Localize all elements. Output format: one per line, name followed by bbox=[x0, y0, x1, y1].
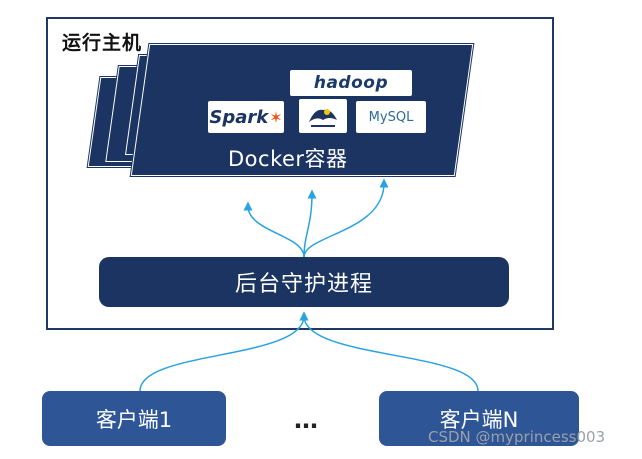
daemon-label: 后台守护进程 bbox=[234, 272, 373, 297]
arrow-daemon-to-container-mid bbox=[303, 189, 317, 258]
daemon-box: 后台守护进程 bbox=[99, 257, 509, 307]
spark-logo: Spark ✶ bbox=[208, 101, 284, 133]
client-label-1: 客户端1 bbox=[95, 407, 173, 432]
host-title: 运行主机 bbox=[62, 32, 143, 54]
mysql-logo-text: MySQL bbox=[368, 109, 414, 125]
client-box-1: 客户端1 bbox=[42, 391, 226, 446]
arrow-clientn-to-daemon bbox=[299, 311, 479, 392]
hive-logo-icon bbox=[299, 99, 347, 133]
hadoop-logo-text: hadoop bbox=[313, 73, 389, 93]
spark-star-icon: ✶ bbox=[269, 107, 283, 127]
arrow-daemon-to-container-left bbox=[243, 201, 305, 258]
mysql-logo: MySQL bbox=[356, 101, 426, 133]
client-box-n: 客户端N bbox=[379, 391, 579, 446]
spark-logo-text: Spark bbox=[209, 106, 269, 128]
hadoop-logo: hadoop bbox=[290, 70, 412, 96]
arrow-client1-to-daemon bbox=[139, 311, 309, 392]
client-label-n: 客户端N bbox=[439, 407, 519, 432]
docker-container-label: Docker容器 bbox=[228, 147, 348, 171]
watermark: CSDN @myprincess003 bbox=[428, 428, 606, 446]
arrow-daemon-to-container-right bbox=[303, 178, 389, 258]
clients-ellipsis: … bbox=[294, 406, 319, 434]
